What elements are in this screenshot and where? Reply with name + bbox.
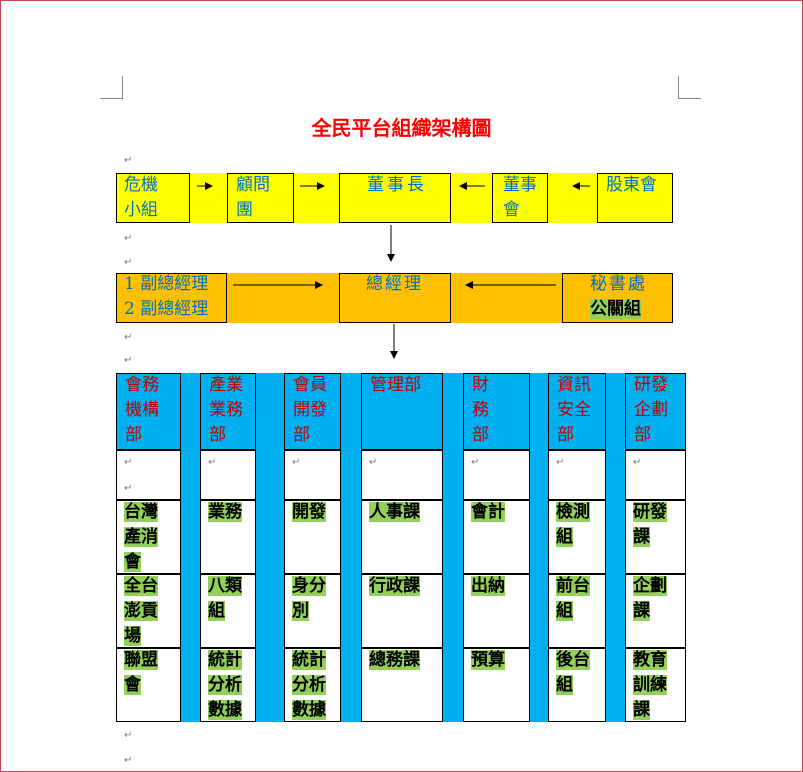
department-spacer-cell <box>548 450 606 500</box>
crisis-group-box <box>116 173 190 223</box>
unit-label: 台灣 產消 會 <box>124 502 158 572</box>
chairman-label: 董事長 <box>367 175 427 195</box>
paragraph-mark: ↵ <box>124 233 133 244</box>
unit-label: 檢測 組 <box>556 502 590 547</box>
department-spacer-cell <box>284 450 341 500</box>
unit-label: 八類 組 <box>208 576 242 621</box>
pr-group-label: 公關組 <box>590 299 641 319</box>
chart-title: 全民平台組織架構圖 <box>311 116 492 140</box>
unit-label: 全台 澎貢 場 <box>124 576 158 646</box>
crisis-group-label: 危機 小組 <box>124 175 158 220</box>
department-header-box <box>625 373 686 450</box>
secretariat-label: 秘書處 <box>590 274 647 294</box>
unit-label: 人事課 <box>369 502 420 522</box>
paragraph-mark: ↵ <box>124 257 133 268</box>
department-header-box <box>361 373 443 450</box>
department-name: 管理部 <box>370 375 421 395</box>
department-name: 研發 企劃 部 <box>634 375 668 445</box>
department-header-box <box>200 373 256 450</box>
unit-label: 前台 組 <box>556 576 590 621</box>
department-spacer-cell <box>116 450 181 500</box>
unit-label: 統計 分析 數據 <box>208 650 242 720</box>
department-header-box <box>284 373 341 450</box>
gm-box <box>339 273 451 323</box>
unit-label: 後台 組 <box>556 650 590 695</box>
vice-gm-box <box>116 273 227 323</box>
unit-label: 開發 <box>292 502 326 522</box>
gm-label: 總經理 <box>366 274 423 294</box>
department-header-box <box>116 373 181 450</box>
advisors-box <box>227 173 294 223</box>
paragraph-mark: ↵ <box>124 457 133 468</box>
department-gap-strip <box>256 450 284 722</box>
department-name: 財 務 部 <box>472 375 489 445</box>
paragraph-mark: ↵ <box>292 457 301 468</box>
unit-label: 總務課 <box>369 650 420 670</box>
department-name: 產業 業務 部 <box>209 375 243 445</box>
unit-label: 業務 <box>208 502 242 522</box>
advisors-label: 顧問 團 <box>236 175 270 220</box>
unit-label: 預算 <box>471 650 505 670</box>
paragraph-mark: ↵ <box>633 457 642 468</box>
paragraph-mark: ↵ <box>124 355 133 366</box>
unit-label: 教育 訓練 課 <box>633 650 667 720</box>
department-spacer-cell <box>361 450 443 500</box>
department-gap-strip <box>341 450 361 722</box>
paragraph-mark: ↵ <box>556 457 565 468</box>
unit-label: 研發 課 <box>633 502 667 547</box>
unit-label: 出納 <box>471 576 505 596</box>
vice-gm-label: 1 副總經理 2 副總經理 <box>124 274 209 319</box>
department-name: 資訊 安全 部 <box>557 375 591 445</box>
paragraph-mark: ↵ <box>124 155 133 166</box>
department-name: 會員 開發 部 <box>293 375 327 445</box>
shareholders-box <box>597 173 673 223</box>
board-box <box>492 173 548 223</box>
unit-label: 聯盟 會 <box>124 650 158 695</box>
department-header-box <box>463 373 530 450</box>
paragraph-mark: ↵ <box>124 730 133 741</box>
paragraph-mark: ↵ <box>208 457 217 468</box>
crop-mark-left <box>100 76 123 99</box>
department-gap-strip <box>181 450 200 722</box>
department-spacer-cell <box>200 450 256 500</box>
paragraph-mark: ↵ <box>124 755 133 766</box>
department-gap-strip <box>530 450 548 722</box>
shareholders-label: 股東會 <box>606 175 657 195</box>
unit-label: 身分 別 <box>292 576 326 621</box>
board-label: 董事 會 <box>503 175 537 220</box>
crop-mark-right <box>678 76 701 99</box>
department-spacer-cell <box>463 450 530 500</box>
department-header-box <box>548 373 606 450</box>
paragraph-mark: ↵ <box>124 332 133 343</box>
department-gap-strip <box>606 450 625 722</box>
unit-label: 企劃 課 <box>633 576 667 621</box>
paragraph-mark: ↵ <box>471 457 480 468</box>
department-spacer-cell <box>625 450 686 500</box>
paragraph-mark: ↵ <box>124 483 133 494</box>
unit-label: 會計 <box>471 502 505 522</box>
paragraph-mark: ↵ <box>369 457 378 468</box>
department-name: 會務 機構 部 <box>125 375 159 445</box>
chairman-box <box>339 173 451 223</box>
unit-label: 行政課 <box>369 576 420 596</box>
department-gap-strip <box>443 450 463 722</box>
unit-label: 統計 分析 數據 <box>292 650 326 720</box>
